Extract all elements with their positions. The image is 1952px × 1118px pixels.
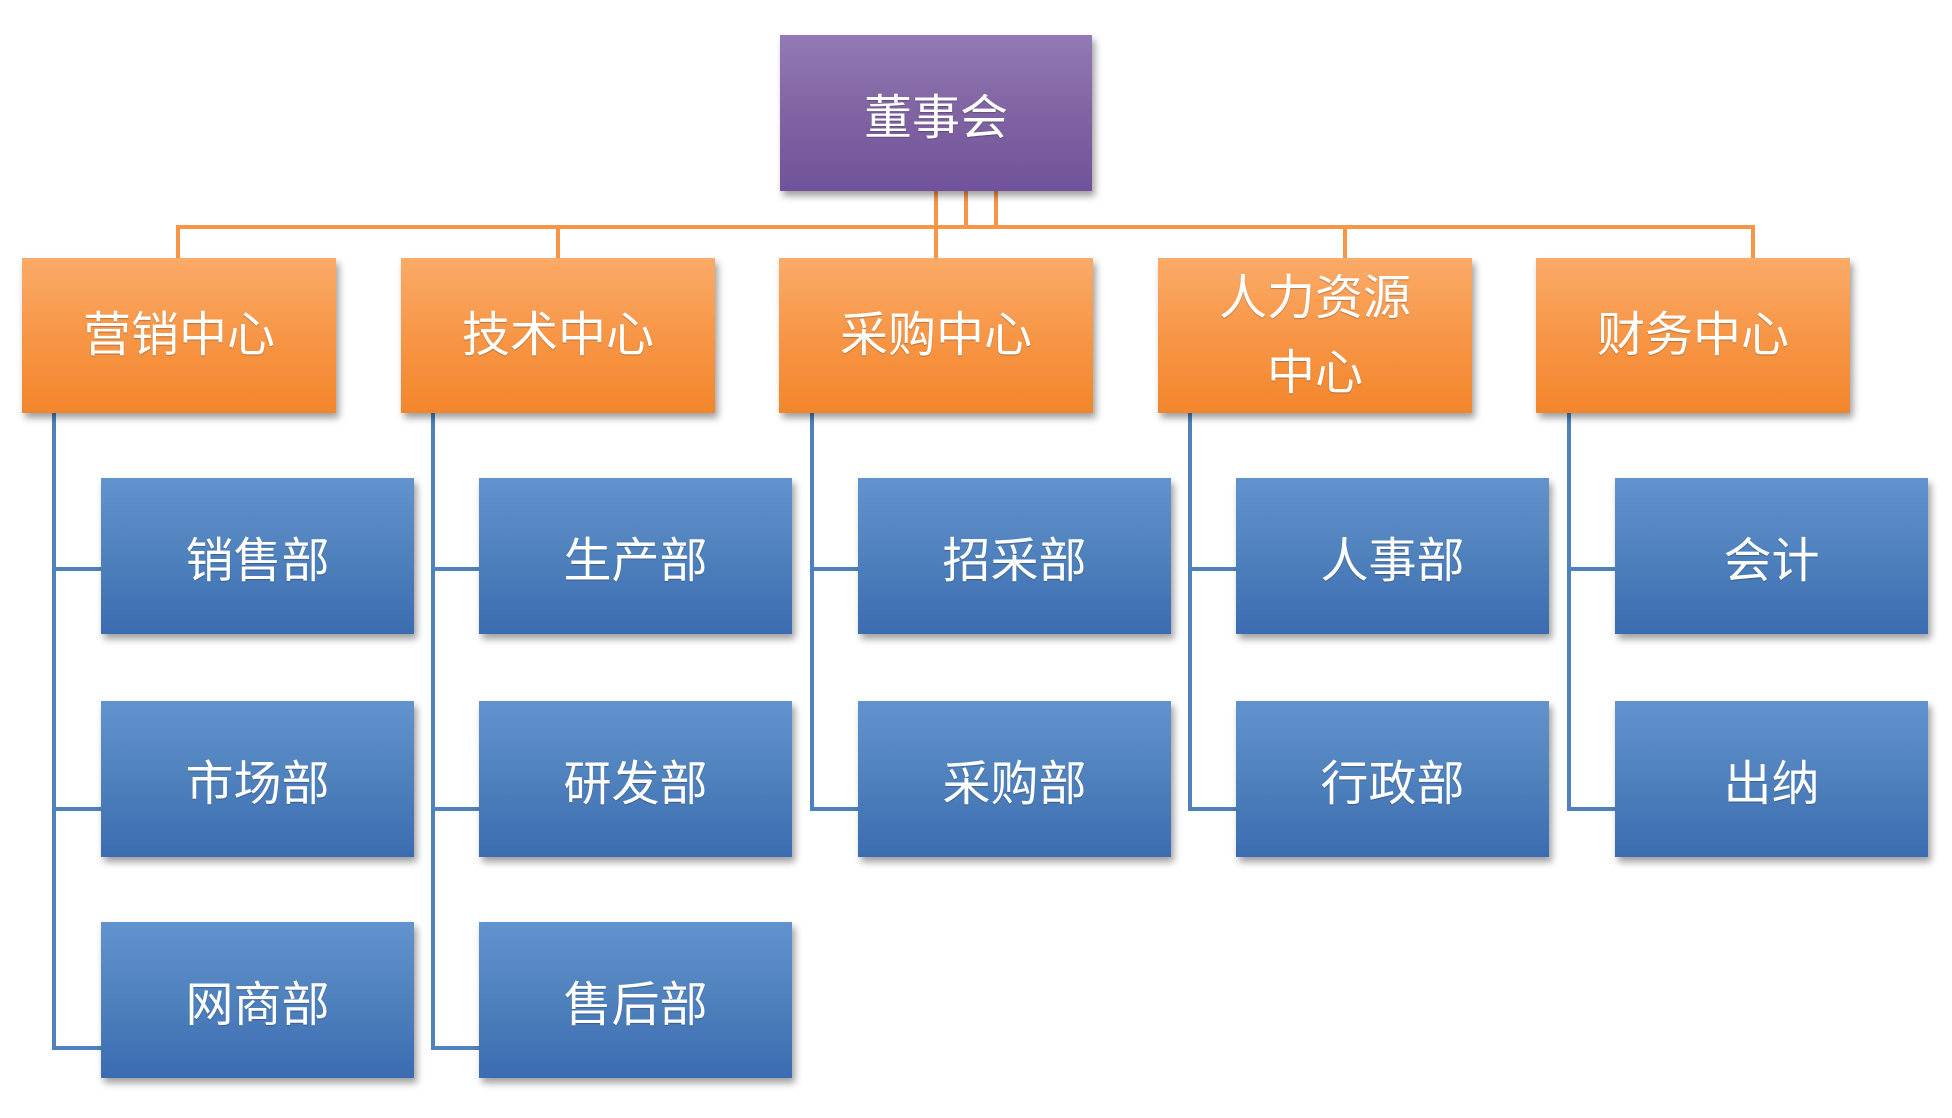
board-connectors (176, 189, 1755, 260)
center-box-hr: 人力资源中心 (1158, 258, 1472, 413)
department-box: 生产部 (479, 478, 792, 634)
center-box-finance: 财务中心 (1536, 258, 1850, 413)
department-label: 市场部 (185, 756, 330, 812)
department-label: 行政部 (1320, 756, 1465, 812)
department-box: 招采部 (858, 478, 1171, 634)
center-box-marketing: 营销中心 (22, 258, 336, 413)
center-label: 技术中心 (461, 307, 654, 364)
center-label: 营销中心 (82, 307, 275, 364)
department-box: 出纳 (1615, 701, 1928, 857)
board-box: 董事会 (780, 35, 1092, 191)
center-box-technology: 技术中心 (401, 258, 715, 413)
department-box: 会计 (1615, 478, 1928, 634)
board-label: 董事会 (863, 90, 1008, 146)
department-label: 研发部 (563, 756, 708, 812)
department-label: 生产部 (563, 533, 708, 589)
department-box: 售后部 (479, 922, 792, 1078)
department-label: 人事部 (1320, 533, 1465, 589)
center-box-procurement: 采购中心 (779, 258, 1093, 413)
department-box: 人事部 (1236, 478, 1549, 634)
department-label: 采购部 (942, 756, 1087, 812)
department-label: 网商部 (185, 977, 330, 1033)
center-label: 人力资源中心 (1218, 270, 1411, 401)
department-label: 售后部 (563, 977, 708, 1033)
department-label: 出纳 (1723, 756, 1820, 812)
department-box: 网商部 (101, 922, 414, 1078)
department-label: 会计 (1723, 533, 1820, 589)
department-box: 销售部 (101, 478, 414, 634)
department-label: 招采部 (942, 533, 1087, 589)
department-label: 销售部 (185, 533, 330, 589)
center-label: 财务中心 (1596, 307, 1789, 364)
department-box: 市场部 (101, 701, 414, 857)
center-label: 采购中心 (839, 307, 1032, 364)
department-box: 行政部 (1236, 701, 1549, 857)
department-box: 采购部 (858, 701, 1171, 857)
department-connectors (52, 411, 1617, 1050)
department-box: 研发部 (479, 701, 792, 857)
